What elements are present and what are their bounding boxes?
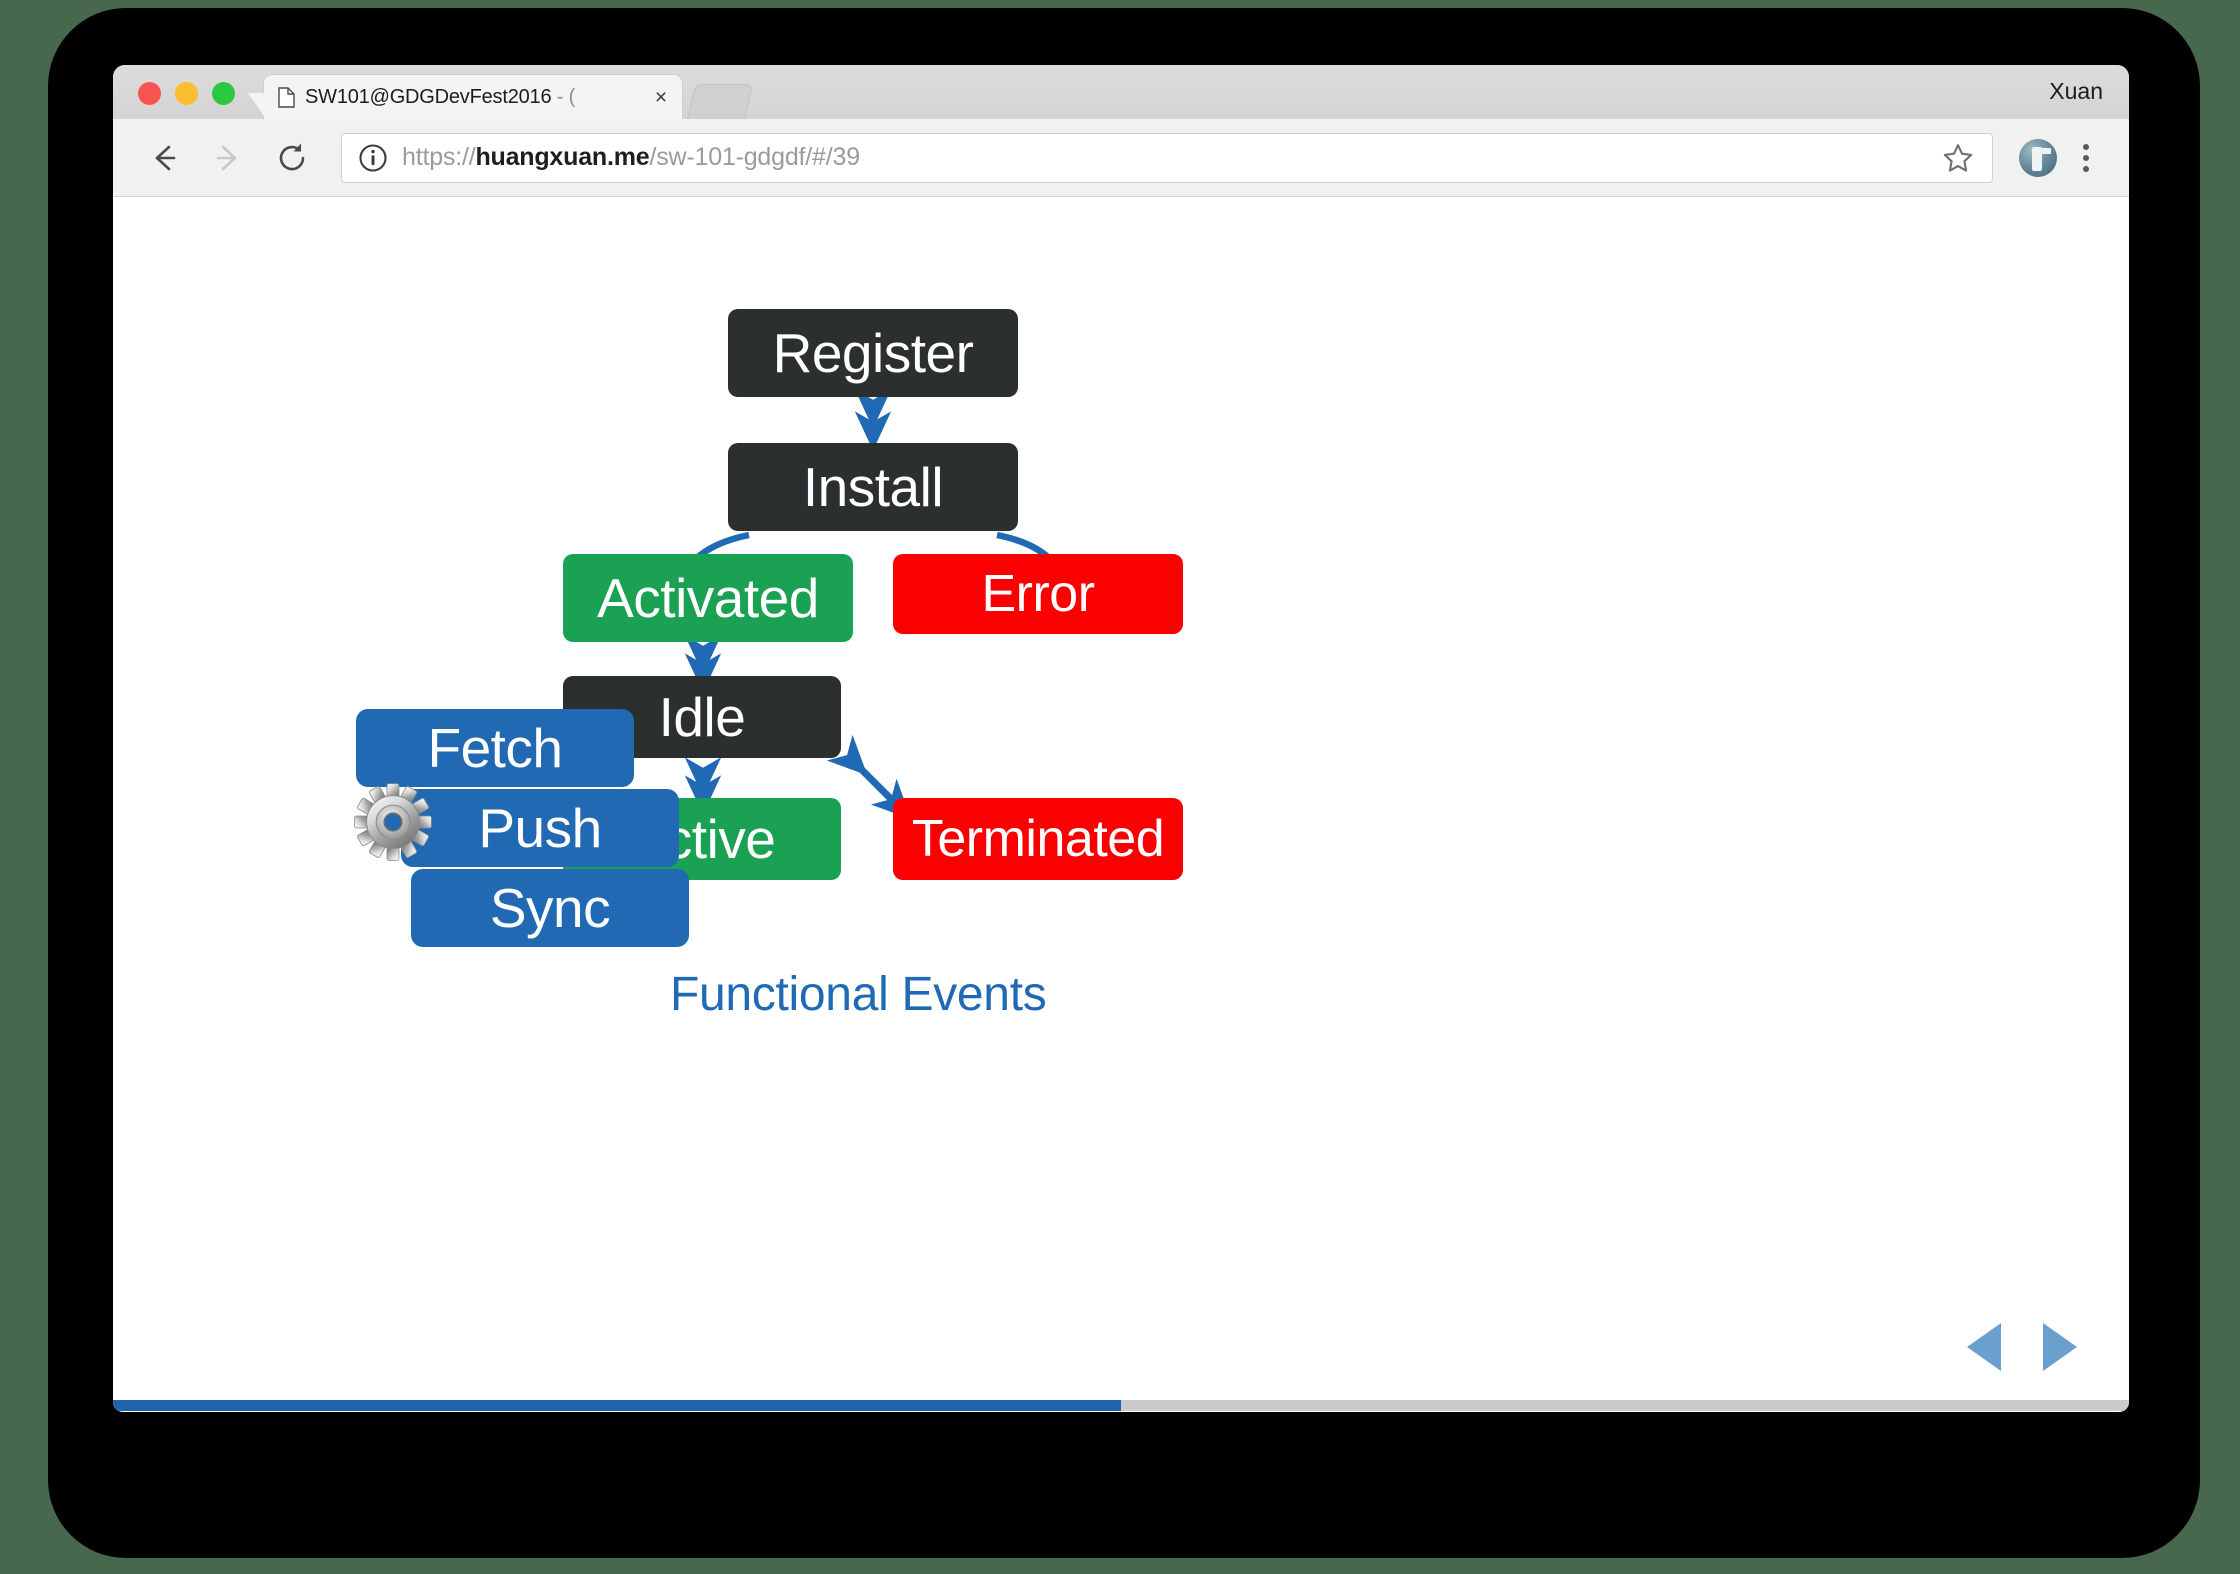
browser-tab-active[interactable]: SW101@GDGDevFest2016 - ( ×	[248, 74, 683, 119]
slide-navigation	[1967, 1323, 2077, 1371]
menu-dot	[2083, 165, 2089, 172]
state-node-install[interactable]: Install	[728, 443, 1018, 531]
state-node-error[interactable]: Error	[893, 554, 1183, 634]
window-maximize-button[interactable]	[212, 82, 235, 105]
star-icon[interactable]	[1938, 142, 1978, 174]
address-bar-text: https://huangxuan.me/sw-101-gdgdf/#/39	[402, 143, 860, 171]
back-arrow-icon[interactable]	[139, 133, 189, 183]
window-minimize-button[interactable]	[175, 82, 198, 105]
three-dot-menu-icon[interactable]	[2069, 136, 2103, 180]
slide-caption: Functional Events	[670, 968, 1047, 1021]
menu-dot	[2083, 143, 2089, 150]
reload-icon[interactable]	[267, 133, 317, 183]
state-node-terminated[interactable]: Terminated	[893, 798, 1183, 880]
info-icon[interactable]	[358, 143, 388, 173]
address-bar[interactable]: https://huangxuan.me/sw-101-gdgdf/#/39	[341, 132, 1993, 183]
window-close-button[interactable]	[138, 82, 161, 105]
next-slide-arrow-icon[interactable]	[2043, 1323, 2077, 1371]
event-node-push[interactable]: Push	[401, 789, 679, 867]
gear-icon	[354, 783, 432, 861]
tab-strip: SW101@GDGDevFest2016 - ( × Xuan	[113, 65, 2129, 120]
forward-arrow-icon	[203, 133, 253, 183]
browser-toolbar: https://huangxuan.me/sw-101-gdgdf/#/39	[113, 119, 2129, 197]
state-node-register[interactable]: Register	[728, 309, 1018, 397]
avatar[interactable]	[2019, 138, 2057, 177]
tab-title: SW101@GDGDevFest2016 - (	[305, 85, 576, 108]
slide-canvas: Register Install Activated Error Idle Ac…	[113, 197, 2129, 1411]
page-document-icon	[278, 86, 295, 108]
profile-name[interactable]: Xuan	[2049, 78, 2103, 104]
previous-slide-arrow-icon[interactable]	[1967, 1323, 2001, 1371]
slide-progress-fill	[113, 1400, 1121, 1411]
menu-dot	[2083, 154, 2089, 161]
browser-window: SW101@GDGDevFest2016 - ( × Xuan	[113, 65, 2129, 1412]
slide-progress-track[interactable]	[113, 1400, 2129, 1411]
browser-tab-background[interactable]	[686, 84, 754, 120]
state-node-activated[interactable]: Activated	[563, 554, 853, 642]
event-node-sync[interactable]: Sync	[411, 869, 689, 947]
event-node-fetch[interactable]: Fetch	[356, 709, 634, 787]
tab-close-icon[interactable]: ×	[654, 85, 668, 109]
